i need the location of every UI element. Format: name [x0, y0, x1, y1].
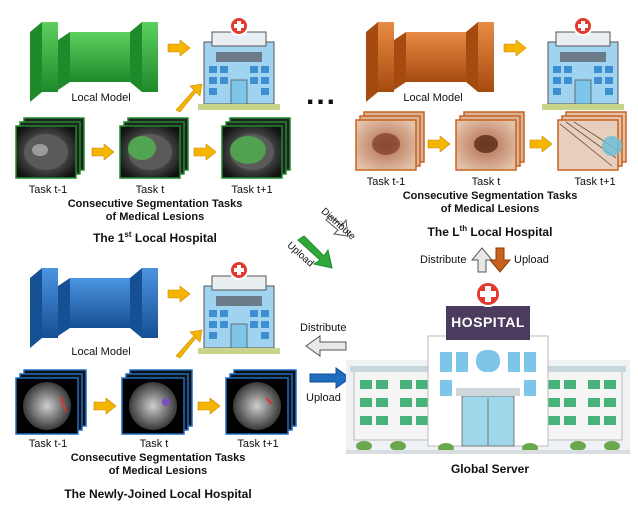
hospital-building-icon [541, 16, 625, 111]
panel-title-first: The 1st Local Hospital [93, 230, 217, 245]
upload-arrow-diagonal [297, 235, 333, 269]
tasks-caption-line1: Consecutive Segmentation Tasks [70, 452, 246, 464]
task-label: Task t-1 [28, 438, 68, 450]
arrow-right-icon [197, 397, 221, 415]
mri-stack-t-plus-1 [225, 369, 297, 435]
panel-title-newly: The Newly-Joined Local Hospital [64, 487, 252, 501]
arrow-right-icon [427, 135, 451, 153]
local-model-icon-orange [366, 22, 494, 102]
global-server-hospital [346, 281, 630, 454]
ellipsis: ... [306, 78, 338, 111]
tasks-caption-line1: Consecutive Segmentation Tasks [67, 198, 243, 210]
task-label: Task t [139, 438, 169, 450]
arrow-right-icon [167, 39, 191, 57]
hospital-building-icon [197, 16, 281, 111]
ct-scan-stack-t-1 [15, 117, 85, 179]
tasks-caption-line2: of Medical Lesions [108, 465, 208, 477]
server-hospital-sign: HOSPITAL [451, 314, 525, 330]
tasks-caption-line2: of Medical Lesions [105, 211, 205, 223]
global-server-title: Global Server [450, 462, 530, 476]
ct-scan-stack-t [119, 117, 189, 179]
arrow-right-icon [93, 397, 117, 415]
arrow-right-icon [193, 143, 217, 161]
arrow-right-icon [167, 285, 191, 303]
upload-label-vertical: Upload [514, 254, 549, 266]
mri-stack-t-1 [15, 369, 87, 435]
distribute-arrow-up [470, 247, 494, 273]
distribute-arrow-diagonal [325, 215, 349, 237]
local-model-icon-blue [30, 268, 158, 348]
arrow-up-right-icon [175, 329, 203, 359]
task-label: Task t+1 [237, 438, 279, 450]
mri-stack-t [121, 369, 193, 435]
skin-image-stack-t-plus-1 [557, 111, 627, 171]
arrow-right-icon [503, 39, 527, 57]
tasks-caption-line2: of Medical Lesions [440, 203, 540, 215]
arrow-right-icon [91, 143, 115, 161]
arrow-right-icon [529, 135, 553, 153]
task-label: Task t-1 [28, 184, 68, 196]
skin-image-stack-t-1 [355, 111, 425, 171]
tasks-caption-line1: Consecutive Segmentation Tasks [402, 190, 578, 202]
local-model-label: Local Model [71, 346, 131, 358]
distribute-arrow-left [305, 335, 347, 357]
task-label: Task t+1 [231, 184, 273, 196]
task-label: Task t+1 [574, 176, 616, 188]
task-label: Task t [471, 176, 501, 188]
task-label: Task t-1 [366, 176, 406, 188]
local-model-icon-green [30, 22, 158, 102]
distribute-label-horizontal: Distribute [300, 322, 347, 334]
upload-arrow-right [309, 367, 351, 389]
ct-scan-stack-t-plus-1 [221, 117, 291, 179]
distribute-label-vertical: Distribute [420, 254, 467, 266]
skin-image-stack-t [455, 111, 525, 171]
local-model-label: Local Model [71, 92, 131, 104]
upload-arrow-down [488, 247, 512, 273]
arrow-up-right-icon [175, 83, 203, 113]
panel-title-lth: The Lth Local Hospital [427, 224, 553, 239]
upload-label-horizontal: Upload [306, 392, 341, 404]
hospital-building-icon [197, 260, 281, 355]
local-model-label: Local Model [403, 92, 463, 104]
task-label: Task t [135, 184, 165, 196]
